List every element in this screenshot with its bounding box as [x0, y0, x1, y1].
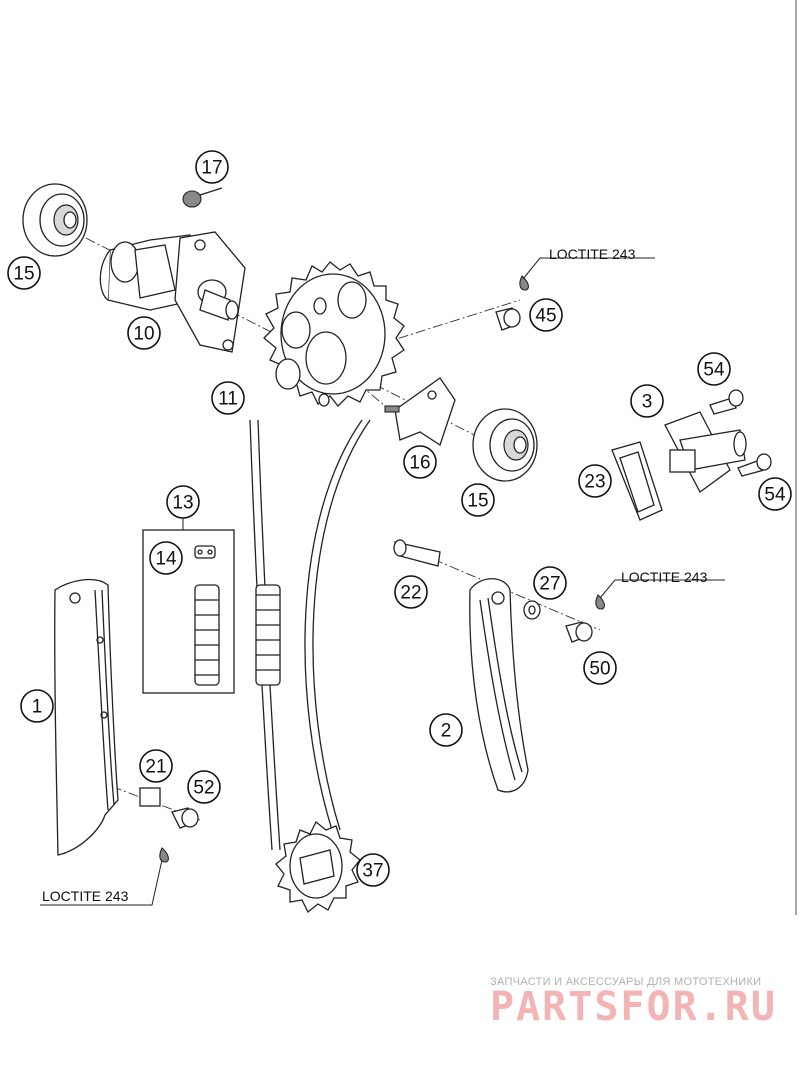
washer: [523, 600, 541, 620]
callout-22: 22: [394, 575, 428, 609]
loctite-note-right: LOCTITE 243: [621, 569, 708, 585]
svg-text:15: 15: [467, 491, 488, 512]
callout-37: 37: [356, 853, 390, 887]
watermark-brand: PARTSFOR.RU: [490, 984, 777, 1030]
chain-link: [194, 545, 216, 559]
svg-text:37: 37: [362, 861, 383, 882]
spring-pin: [182, 187, 223, 208]
svg-text:13: 13: [172, 493, 193, 514]
callout-45: 45: [529, 298, 563, 332]
callout-54-top: 54: [697, 352, 731, 386]
chain-segment: [194, 584, 220, 686]
svg-text:27: 27: [539, 574, 560, 595]
callout-15-right: 15: [461, 483, 495, 517]
screw-rail: [565, 621, 593, 643]
watermark: ЗАПЧАСТИ И АКСЕССУАРЫ ДЛЯ МОТОТЕХНИКИ PA…: [490, 976, 777, 1030]
svg-text:54: 54: [764, 485, 786, 506]
loctite-drop-2: [519, 275, 529, 291]
svg-text:14: 14: [155, 549, 177, 570]
loctite-note-top: LOCTITE 243: [549, 246, 636, 262]
callout-1: 1: [20, 689, 54, 723]
svg-text:3: 3: [642, 392, 653, 413]
callout-54-bottom: 54: [758, 477, 792, 511]
svg-text:17: 17: [201, 158, 222, 179]
callouts: 17 15 10 11 45 3 54 16 23 15 54 13 14 22…: [7, 150, 792, 887]
svg-text:11: 11: [218, 389, 238, 410]
callout-52: 52: [187, 770, 221, 804]
callout-27: 27: [533, 566, 567, 600]
watermark-tagline: ЗАПЧАСТИ И АКСЕССУАРЫ ДЛЯ МОТОТЕХНИКИ: [490, 976, 761, 988]
svg-text:15: 15: [13, 264, 34, 285]
tensioner-screw-top: [709, 389, 744, 415]
callout-14: 14: [149, 541, 183, 575]
bearing-left: [22, 183, 88, 257]
svg-text:16: 16: [409, 453, 430, 474]
svg-text:22: 22: [400, 583, 421, 604]
screw-sprocket: [495, 307, 521, 331]
callout-50: 50: [583, 651, 617, 685]
stop-plate: [384, 377, 456, 447]
callout-15-left: 15: [7, 256, 41, 290]
callout-17: 17: [195, 150, 229, 184]
svg-text:23: 23: [584, 472, 605, 493]
camshaft: [99, 231, 246, 353]
callout-2: 2: [429, 713, 463, 747]
spacer: [139, 787, 161, 807]
chain-tensioner: [664, 411, 747, 493]
tensioning-rail: [469, 578, 529, 793]
chain-guide-rail: [54, 578, 119, 856]
callout-11: 11: [211, 381, 245, 415]
crankshaft-sprocket: [275, 820, 361, 914]
leader-lines: [40, 257, 725, 906]
callout-21: 21: [139, 749, 173, 783]
svg-text:52: 52: [193, 778, 214, 799]
callout-3: 3: [630, 384, 664, 418]
svg-text:54: 54: [703, 360, 725, 381]
svg-text:2: 2: [441, 721, 452, 742]
callout-16: 16: [403, 445, 437, 479]
pivot-bolt: [393, 539, 441, 567]
callout-23: 23: [578, 464, 612, 498]
loctite-drop-3: [595, 594, 605, 610]
loctite-note-left: LOCTITE 243: [42, 888, 129, 904]
svg-text:45: 45: [535, 306, 556, 327]
callout-10: 10: [127, 316, 161, 350]
cam-chain: [249, 419, 371, 851]
svg-text:10: 10: [133, 324, 154, 345]
tensioner-screw-bottom: [737, 453, 772, 477]
svg-text:21: 21: [145, 757, 166, 778]
svg-text:50: 50: [589, 659, 610, 680]
tensioner-gasket: [611, 441, 663, 521]
callout-13: 13: [166, 485, 200, 519]
svg-text:1: 1: [32, 697, 43, 718]
chain-repair-kit-box: [142, 518, 235, 694]
screw-guide: [171, 807, 199, 829]
loctite-drop-1: [159, 847, 169, 863]
camshaft-sprocket: [263, 261, 405, 407]
bearing-right: [472, 408, 538, 482]
